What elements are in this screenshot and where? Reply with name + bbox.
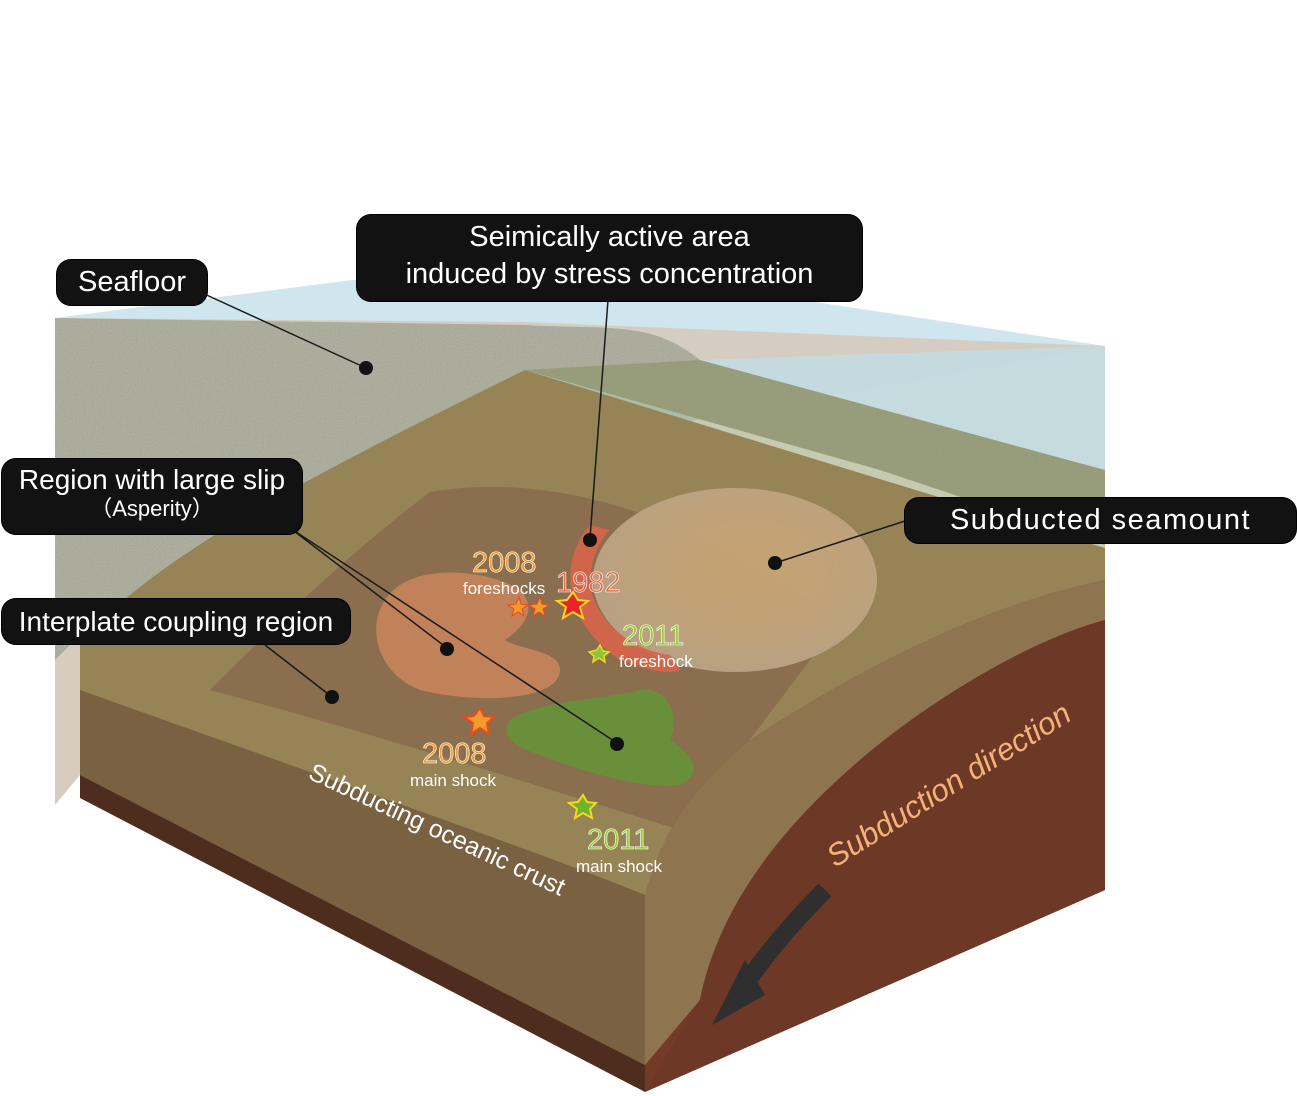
callout-large-slip-line2: （Asperity） bbox=[90, 496, 214, 522]
dot-coupling bbox=[325, 690, 339, 704]
oceanic-crust-front-face bbox=[80, 690, 645, 1065]
dot-green-patch bbox=[610, 737, 624, 751]
label-2008-main-type: main shock bbox=[410, 771, 496, 790]
crust-bottom-edge bbox=[80, 775, 645, 1092]
label-2008-foreshock-year: 2008 bbox=[472, 547, 537, 579]
label-2011-foreshock-type: foreshock bbox=[619, 652, 693, 671]
label-2008-foreshock-type: foreshocks bbox=[463, 579, 545, 598]
subduction-arrowhead bbox=[712, 960, 765, 1025]
leader-active-area bbox=[589, 299, 609, 539]
callout-active-area: Seimically active area induced by stress… bbox=[357, 215, 862, 301]
star-2008-foreshock-2 bbox=[527, 595, 551, 618]
leader-dots bbox=[325, 361, 782, 751]
callout-seafloor-text: Seafloor bbox=[77, 266, 186, 298]
star-2008-foreshock-1 bbox=[506, 595, 530, 618]
seafloor-grain bbox=[55, 318, 1105, 660]
dot-seamount bbox=[768, 556, 782, 570]
main-shock-region-2011 bbox=[506, 689, 694, 786]
star-2008-main-shock bbox=[461, 706, 497, 737]
crust-right-layer bbox=[645, 580, 1105, 1065]
star-2011-foreshock bbox=[587, 643, 611, 664]
leader-lines bbox=[199, 291, 906, 744]
callout-coupling-text: Interplate coupling region bbox=[18, 606, 334, 637]
callout-seamount-text: Subducted seamount bbox=[949, 504, 1252, 536]
leader-asperity bbox=[289, 527, 448, 649]
leader-coupling bbox=[264, 644, 333, 698]
water-right-face bbox=[700, 346, 1105, 470]
star-2011-main-shock bbox=[566, 793, 599, 821]
label-2011-main-type: main shock bbox=[576, 857, 662, 876]
callout-active-area-line2: induced by stress concentration bbox=[405, 258, 814, 291]
dot-asperity bbox=[440, 642, 454, 656]
callout-active-area-line1: Seimically active area bbox=[469, 221, 750, 253]
callout-coupling: Interplate coupling region bbox=[2, 599, 350, 644]
subducted-seamount bbox=[593, 488, 877, 672]
seismic-active-arc bbox=[570, 525, 680, 672]
callout-seamount: Subducted seamount bbox=[905, 498, 1296, 543]
star-1982 bbox=[554, 590, 591, 621]
dot-seafloor bbox=[359, 361, 373, 375]
dot-active-area bbox=[583, 533, 597, 547]
label-1982-year: 1982 bbox=[556, 567, 621, 599]
label-2011-foreshock-year: 2011 bbox=[622, 620, 684, 652]
callout-seafloor: Seafloor bbox=[57, 260, 207, 305]
label-2008-main-year: 2008 bbox=[422, 738, 487, 770]
leader-green-patch bbox=[289, 527, 618, 744]
leader-seamount bbox=[774, 520, 906, 564]
callout-large-slip-line1: Region with large slip bbox=[18, 464, 286, 495]
callout-large-slip: Region with large slip （Asperity） bbox=[2, 459, 302, 534]
leader-seafloor bbox=[199, 291, 367, 369]
label-2011-main-year: 2011 bbox=[587, 824, 649, 856]
